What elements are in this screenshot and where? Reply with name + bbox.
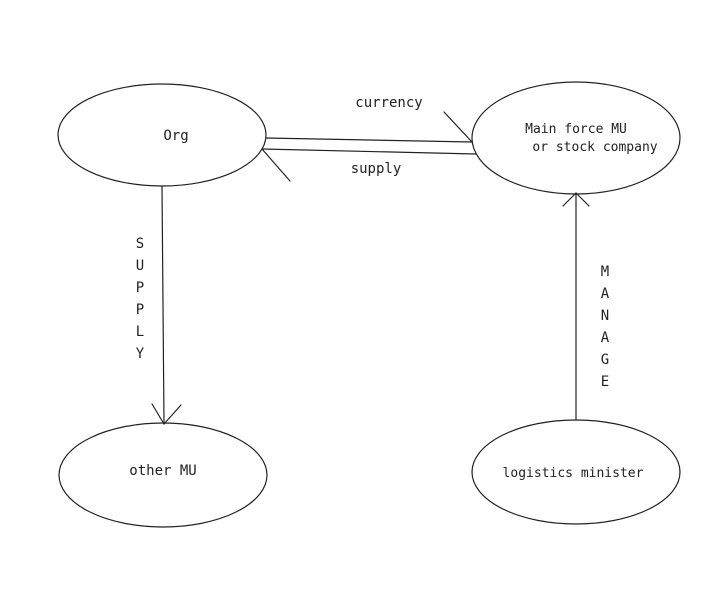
edge-currency: currency (265, 95, 473, 143)
supply-line (261, 148, 477, 155)
supply-vertical-arrowhead-left (151, 403, 165, 425)
node-other-mu[interactable]: other MU (58, 422, 268, 528)
edge-supply-horizontal: supply (261, 148, 477, 182)
supply-vertical-label: SUPPLY (132, 236, 148, 368)
supply-vertical-line (161, 185, 165, 425)
manage-label: MANAGE (597, 264, 613, 396)
edge-supply-vertical: SUPPLY (132, 185, 182, 425)
currency-line (265, 137, 473, 143)
main-force-ellipse (471, 81, 681, 195)
manage-arrowhead-right (575, 192, 590, 207)
main-force-label-line1: Main force MU (525, 122, 627, 137)
currency-label: currency (355, 95, 422, 111)
edge-manage: MANAGE (562, 192, 613, 421)
supply-vertical-arrowhead-right (163, 404, 182, 425)
main-force-label-line2: or stock company (532, 140, 657, 155)
logistics-minister-label: logistics minister (503, 466, 644, 481)
node-main-force[interactable]: Main force MU or stock company (471, 81, 681, 195)
node-logistics-minister[interactable]: logistics minister (471, 419, 681, 525)
org-label: Org (163, 128, 188, 144)
other-mu-label: other MU (129, 463, 196, 479)
manage-arrowhead-left (562, 192, 577, 207)
supply-arrowhead (261, 148, 291, 182)
currency-arrowhead (443, 111, 473, 143)
node-org[interactable]: Org (57, 83, 267, 187)
org-ellipse (57, 83, 267, 187)
supply-label: supply (351, 161, 402, 177)
